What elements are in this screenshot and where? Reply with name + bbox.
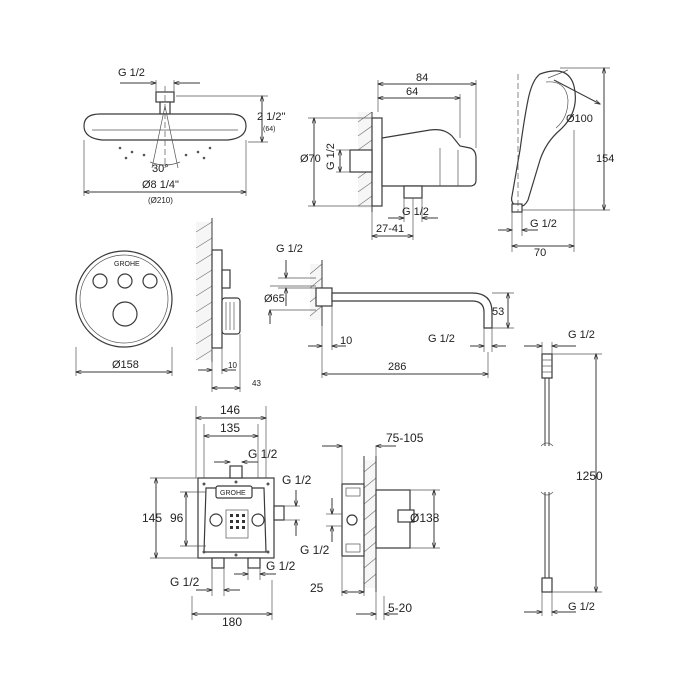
hand-shower-drawing: Ø100 154 G 1/2 70: [498, 68, 614, 259]
hand-shower-length: 154: [596, 153, 614, 165]
hand-shower-thread-nut: [511, 203, 523, 213]
hose-drawing: G 1/2 1250 G 1/2: [524, 329, 603, 616]
wall-outlet-body: [381, 129, 477, 187]
concealed-thread-bottom-right: G 1/2: [266, 559, 296, 573]
concealed-bottom-left-outlet: [211, 557, 225, 569]
wall-outlet-diameter: Ø70: [300, 153, 321, 165]
wall-outlet-drawing: 84 64 Ø70 G 1/2 G 1/2 27-41: [300, 72, 477, 240]
spout-flange-diameter: Ø65: [264, 293, 285, 305]
concealed-side-port: [346, 514, 358, 526]
concealed-install-depth: 75-105: [386, 431, 424, 445]
shower-head-drawing: G 1/2 2 1/2" (64) 30° Ø8 1/4" (Ø210): [83, 67, 285, 205]
hand-shower-thread: G 1/2: [530, 218, 557, 230]
hose-bottom-nut: [541, 577, 553, 593]
control-button-2: [117, 273, 133, 289]
concealed-thread-bottom-left: G 1/2: [170, 575, 200, 589]
concealed-body-front: GROHE 146 135 G 1/2: [142, 403, 312, 629]
shower-head-height-mm: (64): [263, 126, 275, 133]
concealed-top-inlet: [229, 465, 243, 479]
concealed-port-right: [251, 513, 265, 527]
spout-thread-top: G 1/2: [276, 243, 303, 255]
concealed-side-diameter: Ø138: [410, 511, 440, 525]
wall-outlet-inlet: [349, 149, 373, 173]
concealed-bottom-right-outlet: [247, 557, 261, 569]
concealed-brand-text: GROHE: [220, 490, 246, 497]
control-depth-a: 10: [228, 361, 237, 370]
control-button-3: [142, 273, 158, 289]
concealed-width-inner: 135: [220, 421, 240, 435]
wall-outlet-nipple: [403, 185, 423, 199]
shower-head-angle-label: 30°: [152, 163, 169, 175]
hose-thread-top: G 1/2: [568, 329, 595, 341]
control-panel-side: 10 43: [195, 218, 261, 392]
shower-head-thread-label: G 1/2: [118, 67, 145, 79]
hand-shower-width: 70: [534, 247, 546, 259]
spout-wall-gap: 10: [340, 335, 352, 347]
wall-outlet-flange: [371, 117, 383, 207]
spout-length: 286: [388, 361, 406, 373]
shower-head-height-label: 2 1/2": [257, 111, 285, 123]
hand-shower-body: [511, 70, 576, 207]
wall-outlet-side-thread: G 1/2: [325, 143, 337, 170]
bath-spout-drawing: G 1/2 Ø65 10 53 G 1/2 286: [264, 243, 514, 378]
shower-head-diameter-mm: (Ø210): [148, 196, 173, 205]
concealed-thread-right: G 1/2: [282, 473, 312, 487]
control-panel-front: GROHE Ø158: [75, 250, 173, 376]
concealed-side-thread-left: G 1/2: [300, 543, 330, 557]
control-side-button: [221, 269, 231, 289]
spout-height: 53: [492, 306, 504, 318]
shower-head-diameter-label: Ø8 1/4": [142, 179, 179, 191]
wall-outlet-projection: 27-41: [376, 223, 404, 235]
wall-outlet-depth-inner: 64: [406, 86, 418, 98]
concealed-bottom-width: 180: [222, 615, 242, 629]
concealed-port-left: [209, 513, 223, 527]
concealed-width-outer: 146: [220, 403, 240, 417]
concealed-height-inner: 96: [170, 511, 184, 525]
concealed-thread-top: G 1/2: [248, 447, 278, 461]
wall-outlet-bottom-thread: G 1/2: [402, 206, 429, 218]
hose-thread-bottom: G 1/2: [568, 601, 595, 613]
spout-thread-bottom: G 1/2: [428, 333, 455, 345]
control-side-plate: [211, 249, 223, 349]
concealed-right-outlet: [273, 505, 285, 521]
control-button-1: [92, 273, 108, 289]
thermostat-knob: [112, 301, 138, 327]
control-side-knob: [221, 297, 241, 335]
concealed-bottom-depth: 25: [310, 581, 324, 595]
control-depth-b: 43: [252, 379, 261, 388]
brand-logo-text: GROHE: [114, 261, 140, 268]
spout-pipe: [331, 292, 493, 329]
spout-rosette: [315, 287, 333, 307]
control-diameter-label: Ø158: [112, 359, 139, 371]
hose-length: 1250: [576, 469, 603, 483]
wall-outlet-depth-total: 84: [416, 72, 428, 84]
concealed-body-side: 75-105 Ø138 G 1/2 25 5-20: [300, 431, 440, 620]
concealed-tile-range: 5-20: [388, 601, 412, 615]
concealed-logo-plate: [215, 485, 253, 499]
concealed-side-spindle: [397, 509, 415, 523]
concealed-height-outer: 145: [142, 511, 162, 525]
hand-shower-head-diameter: Ø100: [566, 113, 593, 125]
